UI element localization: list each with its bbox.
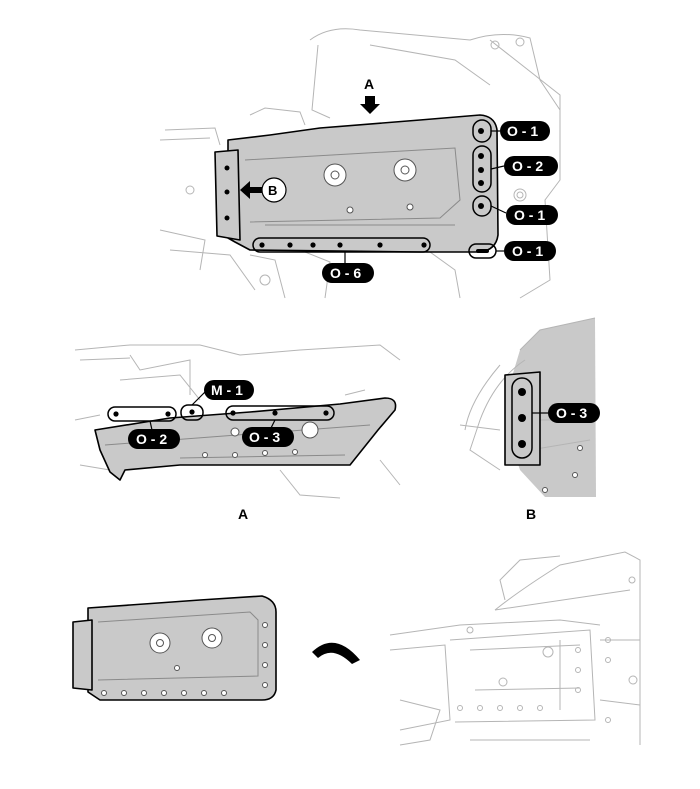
callout-o3-detail-a: O - 3 — [242, 427, 294, 447]
arrow-down-icon — [360, 96, 380, 114]
callout-m1: M - 1 — [204, 380, 254, 400]
callout-o6: O - 6 — [322, 263, 374, 283]
svg-text:M - 1: M - 1 — [211, 382, 243, 398]
vehicle-body-uncovered — [389, 551, 641, 746]
callout-o1-top: O - 1 — [500, 121, 550, 141]
svg-text:O - 3: O - 3 — [556, 405, 587, 421]
removed-panel-flange — [72, 619, 93, 691]
view-a-marker: A — [364, 76, 374, 92]
svg-text:O - 3: O - 3 — [249, 429, 280, 445]
removed-undercover-panel — [87, 595, 277, 701]
callout-o3-detail-b: O - 3 — [548, 403, 600, 423]
callout-o1-bottom: O - 1 — [504, 241, 556, 261]
svg-text:O - 1: O - 1 — [507, 123, 538, 139]
detail-view-a: M - 1 O - 2 O - 3 A — [74, 344, 401, 522]
svg-text:O - 1: O - 1 — [512, 243, 543, 259]
svg-text:O - 2: O - 2 — [512, 158, 543, 174]
svg-text:O - 6: O - 6 — [330, 265, 361, 281]
arrow-left-icon — [240, 181, 262, 199]
removed-cover — [72, 595, 277, 701]
curved-arrow-icon — [312, 642, 360, 664]
detail-view-b: O - 3 B — [459, 317, 600, 522]
callout-o2-detail-a: O - 2 — [128, 429, 180, 449]
detail-b-caption: B — [526, 506, 536, 522]
detail-a-caption: A — [238, 506, 248, 522]
callout-o1-middle: O - 1 — [506, 205, 558, 225]
top-view-body-lines — [159, 28, 561, 299]
detail-a-body-lines — [74, 344, 401, 499]
svg-text:O - 1: O - 1 — [514, 207, 545, 223]
svg-text:O - 2: O - 2 — [136, 431, 167, 447]
panel-flange — [214, 149, 241, 241]
top-view: A B O - 1 — [159, 28, 561, 299]
view-b-marker: B — [268, 183, 277, 198]
callout-o2-top: O - 2 — [504, 156, 558, 176]
